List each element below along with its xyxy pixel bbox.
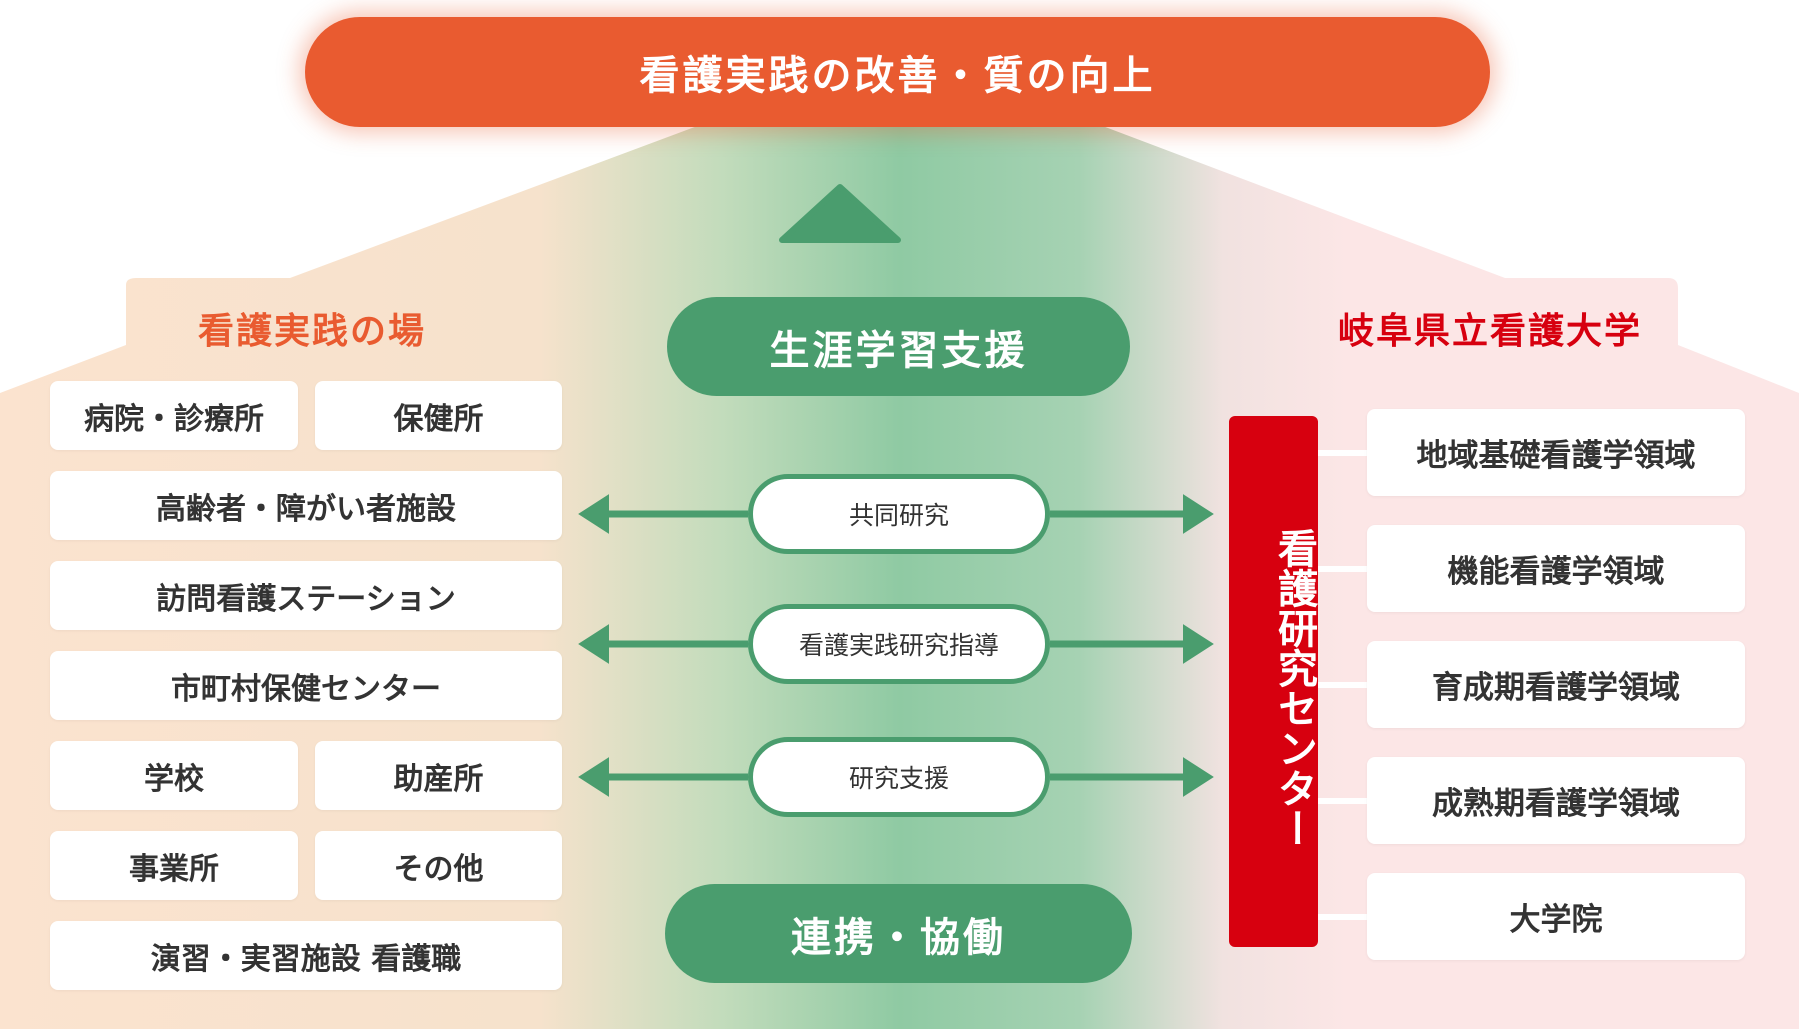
bidirectional-arrow-icon xyxy=(578,494,1214,534)
practice-place-box: 学校 xyxy=(50,741,298,810)
practice-place-box: 助産所 xyxy=(315,741,562,810)
practice-place-box: 訪問看護ステーション xyxy=(50,561,562,630)
field-box: 地域基礎看護学領域 xyxy=(1367,409,1745,496)
connector-line xyxy=(1318,566,1368,572)
up-triangle-icon xyxy=(779,184,901,243)
field-box: 成熟期看護学領域 xyxy=(1367,757,1745,844)
lifelong-learning-pill: 生涯学習支援 xyxy=(667,297,1130,396)
connector-line xyxy=(1318,914,1368,920)
relation-pill: 看護実践研究指導 xyxy=(748,604,1050,684)
bidirectional-arrow-icon xyxy=(578,624,1214,664)
goal-banner: 看護実践の改善・質の向上 xyxy=(305,17,1490,127)
right-panel-heading: 岐阜県立看護大学 xyxy=(1338,311,1643,352)
practice-place-box: 事業所 xyxy=(50,831,298,900)
practice-place-box: 演習・実習施設 看護職 xyxy=(50,921,562,990)
connector-line xyxy=(1318,682,1368,688)
collaboration-pill: 連携・協働 xyxy=(665,884,1132,983)
bidirectional-arrow-icon xyxy=(578,757,1214,797)
connector-line xyxy=(1318,450,1368,456)
field-box: 機能看護学領域 xyxy=(1367,525,1745,612)
research-center-label: 看護研究センター xyxy=(1271,528,1317,848)
field-box: 大学院 xyxy=(1367,873,1745,960)
practice-place-box: 病院・診療所 xyxy=(50,381,298,450)
practice-place-box: その他 xyxy=(315,831,562,900)
research-center-bar xyxy=(1229,416,1318,947)
practice-place-box: 保健所 xyxy=(315,381,562,450)
connector-line xyxy=(1318,798,1368,804)
relation-pill: 研究支援 xyxy=(748,737,1050,817)
practice-place-box: 高齢者・障がい者施設 xyxy=(50,471,562,540)
practice-place-box: 市町村保健センター xyxy=(50,651,562,720)
relation-pill: 共同研究 xyxy=(748,474,1050,554)
field-box: 育成期看護学領域 xyxy=(1367,641,1745,728)
left-panel-heading: 看護実践の場 xyxy=(198,311,427,352)
